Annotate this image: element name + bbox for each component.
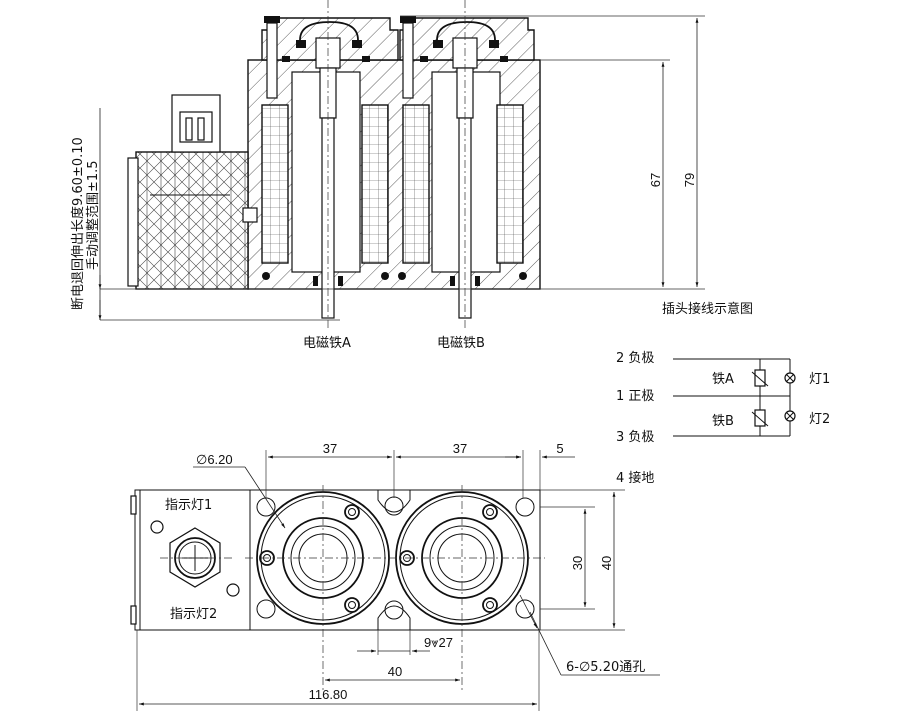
mount-holes-label: 6-∅5.20通孔: [566, 660, 645, 675]
dim-total-length-label: 116.80: [309, 687, 348, 702]
pin-4-label: 4 接地: [616, 470, 654, 486]
coil-a-label: 铁A: [712, 372, 734, 387]
lamp-2-label: 灯2: [809, 412, 830, 427]
indicator-1-label: 指示灯1: [165, 498, 212, 513]
coil-b-left: [402, 104, 430, 264]
pin-2-label: 2 负极: [616, 351, 654, 366]
solenoid-a-label: 电磁铁A: [303, 336, 351, 351]
valve-body: [249, 489, 541, 631]
indicator-1-icon: [150, 520, 164, 534]
plunger-a: [315, 37, 341, 319]
coil-b-label: 铁B: [712, 414, 734, 429]
lamp-1-icon: [784, 372, 796, 384]
mounting-holes: [256, 490, 535, 630]
indicator-2-label: 指示灯2: [170, 607, 217, 622]
side-section-view: 断电退回伸出长度9.60±0.10 手动调整范围±1.5 67 79 电磁铁A …: [70, 0, 705, 351]
hole-dia-label: ∅6.20: [196, 452, 233, 467]
solenoid-b-label: 电磁铁B: [437, 336, 485, 351]
dome-b: [436, 21, 496, 41]
dim-30-label: 30: [570, 556, 585, 570]
retract-note-line2: 手动调整范围±1.5: [86, 160, 101, 270]
dome-a: [299, 21, 359, 41]
dim-40-v-label: 40: [599, 556, 614, 570]
dim-37-b-label: 37: [453, 441, 467, 456]
wiring-diagram: 插头接线示意图 2 负极 1 正极 3 负极 4 接地 铁A 铁B 灯1 灯2: [616, 301, 830, 486]
coil-a-left: [261, 104, 289, 264]
dim-40-h-label: 40: [388, 664, 402, 679]
coil-b-symbol: [751, 409, 769, 427]
screw-a: [264, 16, 280, 99]
indicator-2-icon: [226, 583, 240, 597]
lamp-1-label: 灯1: [809, 372, 830, 387]
dim-5-label: 5: [556, 441, 563, 456]
flange-screws: [259, 504, 498, 613]
pin-3-label: 3 负极: [616, 430, 654, 445]
dim-37-a-label: 37: [323, 441, 337, 456]
coil-b-right: [496, 104, 524, 264]
retract-note-line1: 断电退回伸出长度9.60±0.10: [70, 137, 86, 310]
m12-connector-icon: [169, 527, 221, 588]
lamp-2-icon: [784, 410, 796, 422]
coil-a-right: [361, 104, 389, 264]
top-view: 指示灯1 指示灯2: [130, 441, 660, 711]
pin-1-label: 1 正极: [616, 389, 654, 404]
dim-67-label: 67: [648, 173, 663, 187]
dim-79-label: 79: [682, 173, 697, 187]
counterbore-label: 9⩔27: [424, 635, 453, 650]
screw-b: [400, 16, 416, 99]
connector-housing: [127, 94, 258, 290]
coil-a-symbol: [751, 369, 769, 387]
wiring-title: 插头接线示意图: [662, 301, 753, 317]
